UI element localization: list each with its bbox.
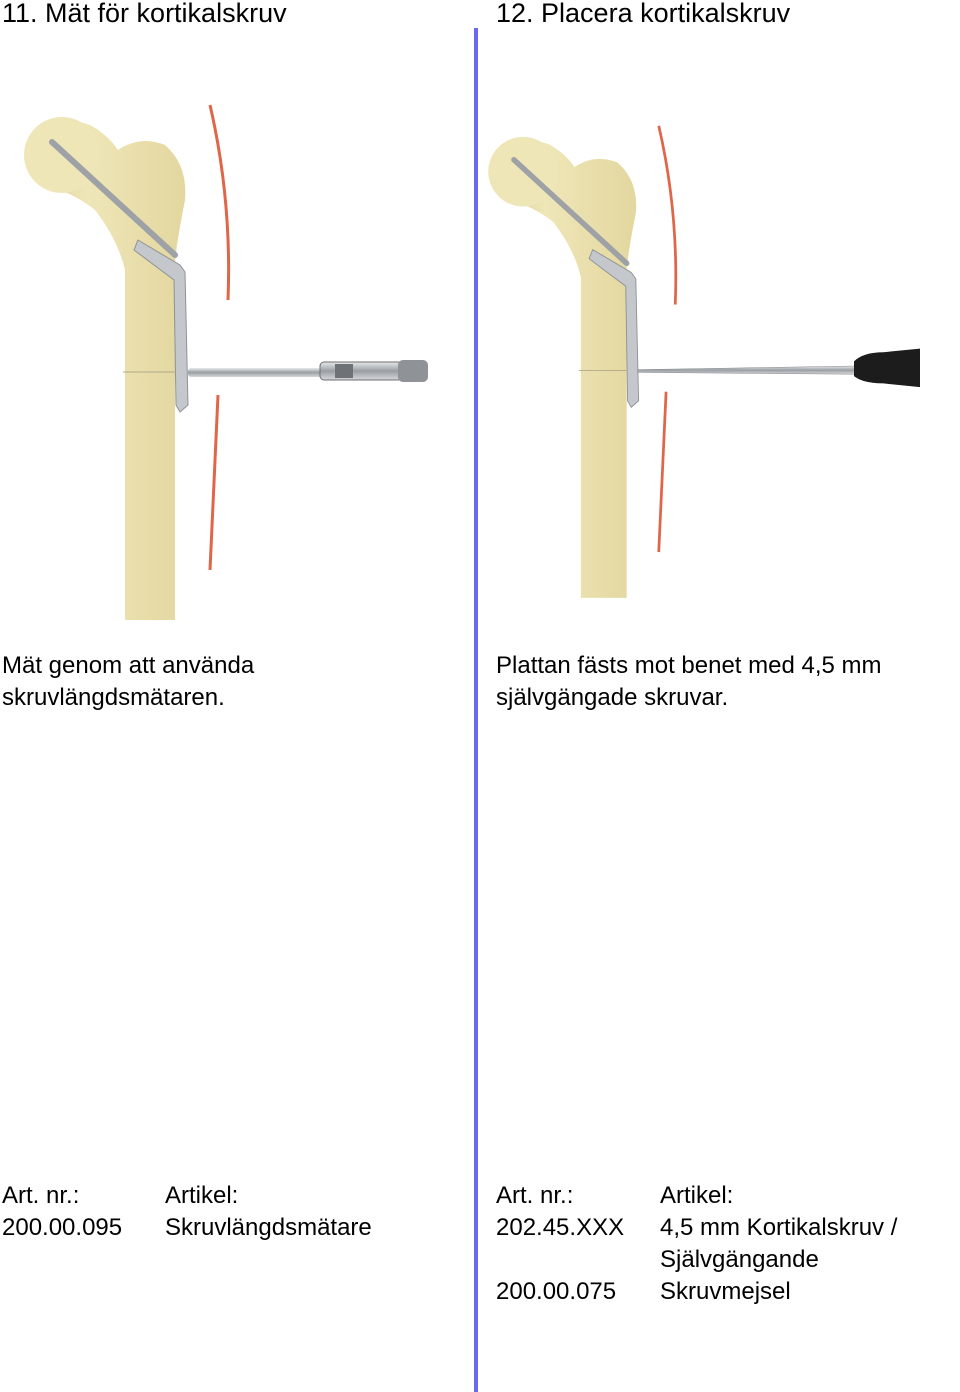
gauge-marker xyxy=(335,364,353,378)
illustration-place-screw xyxy=(488,125,920,598)
guide-wire xyxy=(511,156,630,267)
article-name: 4,5 mm Kortikalskruv / Självgängande xyxy=(660,1212,897,1276)
step-11-article-table: Art. nr.: Artikel: 200.00.095 Skruvlängd… xyxy=(2,1180,462,1244)
article-name-line: Självgängande xyxy=(660,1246,819,1273)
guide-wire xyxy=(49,139,178,258)
description-line: skruvlängdsmätaren. xyxy=(2,684,225,711)
article-name: Skruvmejsel xyxy=(660,1278,791,1305)
cortex-line-upper xyxy=(208,104,231,301)
step-11-title: 11. Mät för kortikalskruv xyxy=(2,0,287,28)
column-divider xyxy=(474,28,478,1392)
step-11-description: Mät genom att använda skruvlängdsmätaren… xyxy=(2,650,254,714)
illustration-measure-screw xyxy=(24,104,428,620)
screwdriver-handle xyxy=(854,348,920,388)
cortex-line-upper xyxy=(657,125,678,305)
description-line: självgängade skruvar. xyxy=(496,684,729,711)
gauge-end xyxy=(398,360,428,382)
step-12-description: Plattan fästs mot benet med 4,5 mm själv… xyxy=(496,650,882,714)
article-number: 202.45.XXX xyxy=(496,1214,625,1241)
header-art-nr: Art. nr.: xyxy=(496,1182,574,1209)
table-row: 200.00.095 Skruvlängdsmätare xyxy=(2,1212,462,1244)
step-12-title: 12. Placera kortikalskruv xyxy=(496,0,791,28)
blade-plate xyxy=(133,239,189,413)
screwdriver-shaft xyxy=(637,365,857,375)
description-line: Mät genom att använda xyxy=(2,652,255,679)
article-name: Skruvlängdsmätare xyxy=(165,1214,372,1241)
table-row: 200.00.075 Skruvmejsel xyxy=(496,1276,956,1308)
blade-plate xyxy=(588,248,640,408)
table-row: 202.45.XXX 4,5 mm Kortikalskruv / Självg… xyxy=(496,1212,956,1276)
article-number: 200.00.095 xyxy=(2,1214,123,1241)
article-number: 200.00.075 xyxy=(496,1278,617,1305)
gauge-shaft xyxy=(188,368,323,377)
step-12-article-table: Art. nr.: Artikel: 202.45.XXX 4,5 mm Kor… xyxy=(496,1180,956,1308)
table-header: Art. nr.: Artikel: xyxy=(496,1180,956,1212)
article-name-line: 4,5 mm Kortikalskruv / xyxy=(660,1214,898,1241)
cortex-line-lower xyxy=(208,394,220,571)
table-header: Art. nr.: Artikel: xyxy=(2,1180,462,1212)
cortex-line-lower xyxy=(657,391,668,553)
header-artikel: Artikel: xyxy=(660,1182,734,1209)
header-artikel: Artikel: xyxy=(165,1182,239,1209)
header-art-nr: Art. nr.: xyxy=(2,1182,80,1209)
description-line: Plattan fästs mot benet med 4,5 mm xyxy=(496,652,882,679)
